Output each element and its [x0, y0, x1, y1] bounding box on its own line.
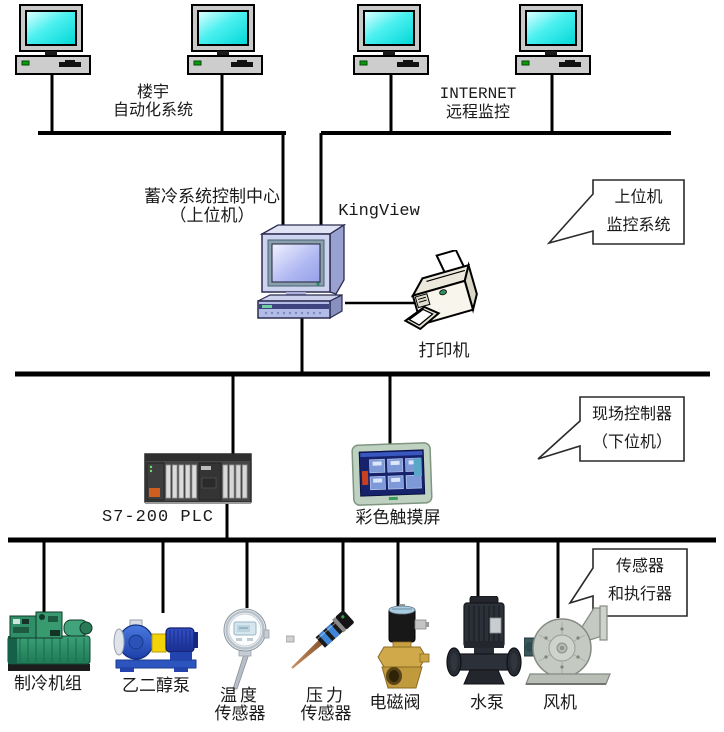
workstation-icon — [15, 4, 91, 75]
water-pump-photo — [446, 596, 522, 685]
pressure-sensor-photo — [286, 610, 354, 669]
callout-sensors-actuators — [568, 548, 688, 617]
chiller-photo — [7, 611, 93, 671]
glycol-pump-label: 乙二醇泵 — [122, 676, 190, 695]
control-center-label: 蓄冷系统控制中心 （上位机） — [144, 187, 280, 225]
temperature-sensor-photo — [223, 608, 270, 690]
control-center-pc-icon — [257, 223, 347, 320]
printer-label: 打印机 — [418, 341, 470, 360]
glycol-pump-photo — [113, 619, 198, 672]
workstation-icon — [353, 4, 429, 75]
control-center-line1: 蓄冷系统控制中心 — [144, 187, 280, 206]
internet-line1: INTERNET — [439, 85, 517, 103]
solenoid-valve-label: 电磁阀 — [369, 693, 421, 712]
touchscreen-label: 彩色触摸屏 — [355, 508, 441, 527]
temperature-sensor-label: 温度 传感器 — [214, 686, 266, 723]
fan-photo — [524, 605, 611, 685]
plc-image — [144, 453, 252, 504]
building-automation-label: 楼宇 自动化系统 — [113, 84, 193, 119]
callout-upper-machine — [546, 179, 685, 245]
solenoid-valve-photo — [377, 604, 430, 689]
building-automation-line2: 自动化系统 — [112, 101, 194, 119]
building-automation-line1: 楼宇 — [136, 84, 170, 101]
kingview-label: KingView — [338, 202, 420, 221]
callout-upper-machine-text: 上位机 监控系统 — [606, 189, 671, 234]
water-pump-label: 水泵 — [470, 693, 504, 712]
callout-field-controller — [537, 396, 685, 462]
chiller-label: 制冷机组 — [14, 674, 82, 693]
pressure-sensor-label: 压力 传感器 — [300, 686, 352, 723]
workstation-icon — [515, 4, 591, 75]
plc-label: S7-200 PLC — [101, 508, 215, 527]
internet-monitoring-label: INTERNET 远程监控 — [439, 85, 517, 121]
printer-icon — [403, 250, 478, 331]
internet-line2: 远程监控 — [445, 103, 510, 121]
control-center-line2: （上位机） — [169, 206, 255, 225]
callout-field-controller-text: 现场控制器 （下位机） — [591, 406, 672, 451]
fan-label: 风机 — [543, 693, 577, 712]
touchscreen-image — [351, 442, 433, 506]
callout-sensors-actuators-text: 传感器 和执行器 — [607, 558, 672, 603]
workstation-icon — [187, 4, 263, 75]
